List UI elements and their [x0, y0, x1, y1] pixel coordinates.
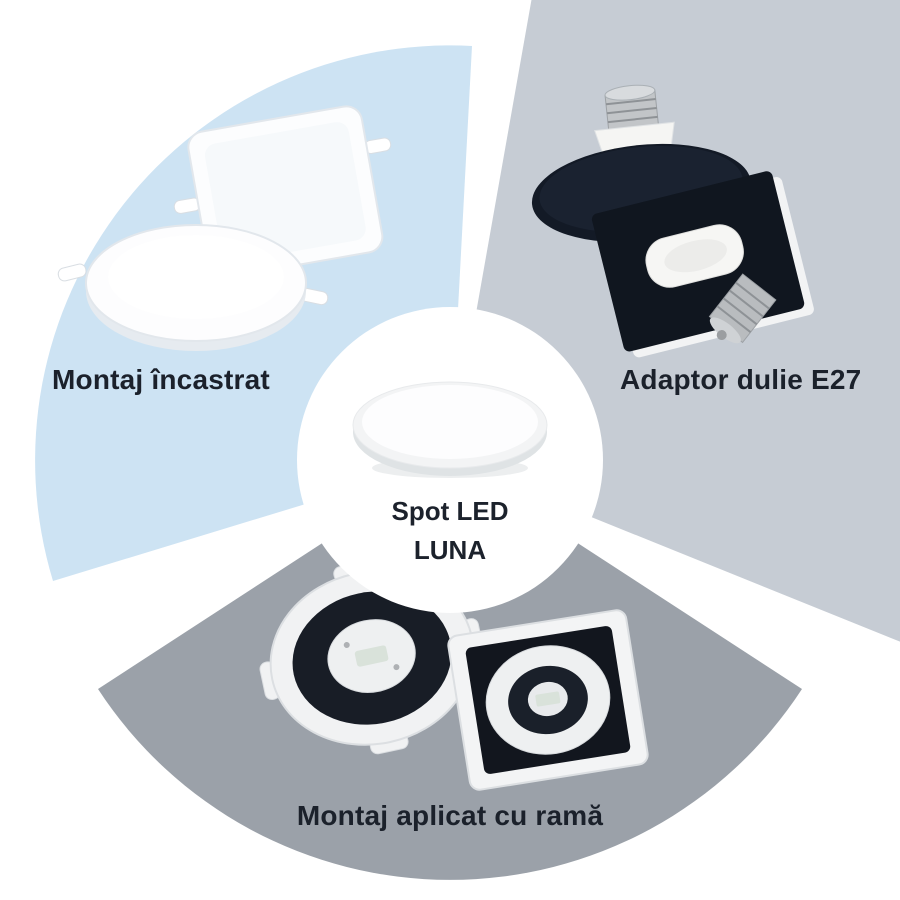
- e27-screw-thread: [708, 273, 777, 344]
- product-title-line1: Spot LED: [391, 496, 509, 526]
- product-title-line2: LUNA: [413, 535, 487, 565]
- round-panel-illustration: [57, 224, 329, 351]
- square-frame-back-illustration: [447, 609, 649, 791]
- round-frame-back-illustration: [259, 561, 484, 755]
- center-product-title: Spot LED LUNA: [330, 492, 570, 570]
- label-montaj-incastrat: Montaj încastrat: [52, 364, 270, 395]
- label-montaj-aplicat: Montaj aplicat cu ramă: [296, 800, 604, 831]
- led-disc-illustration: [352, 381, 548, 478]
- label-adaptor-dulie-e27: Adaptor dulie E27: [620, 364, 862, 395]
